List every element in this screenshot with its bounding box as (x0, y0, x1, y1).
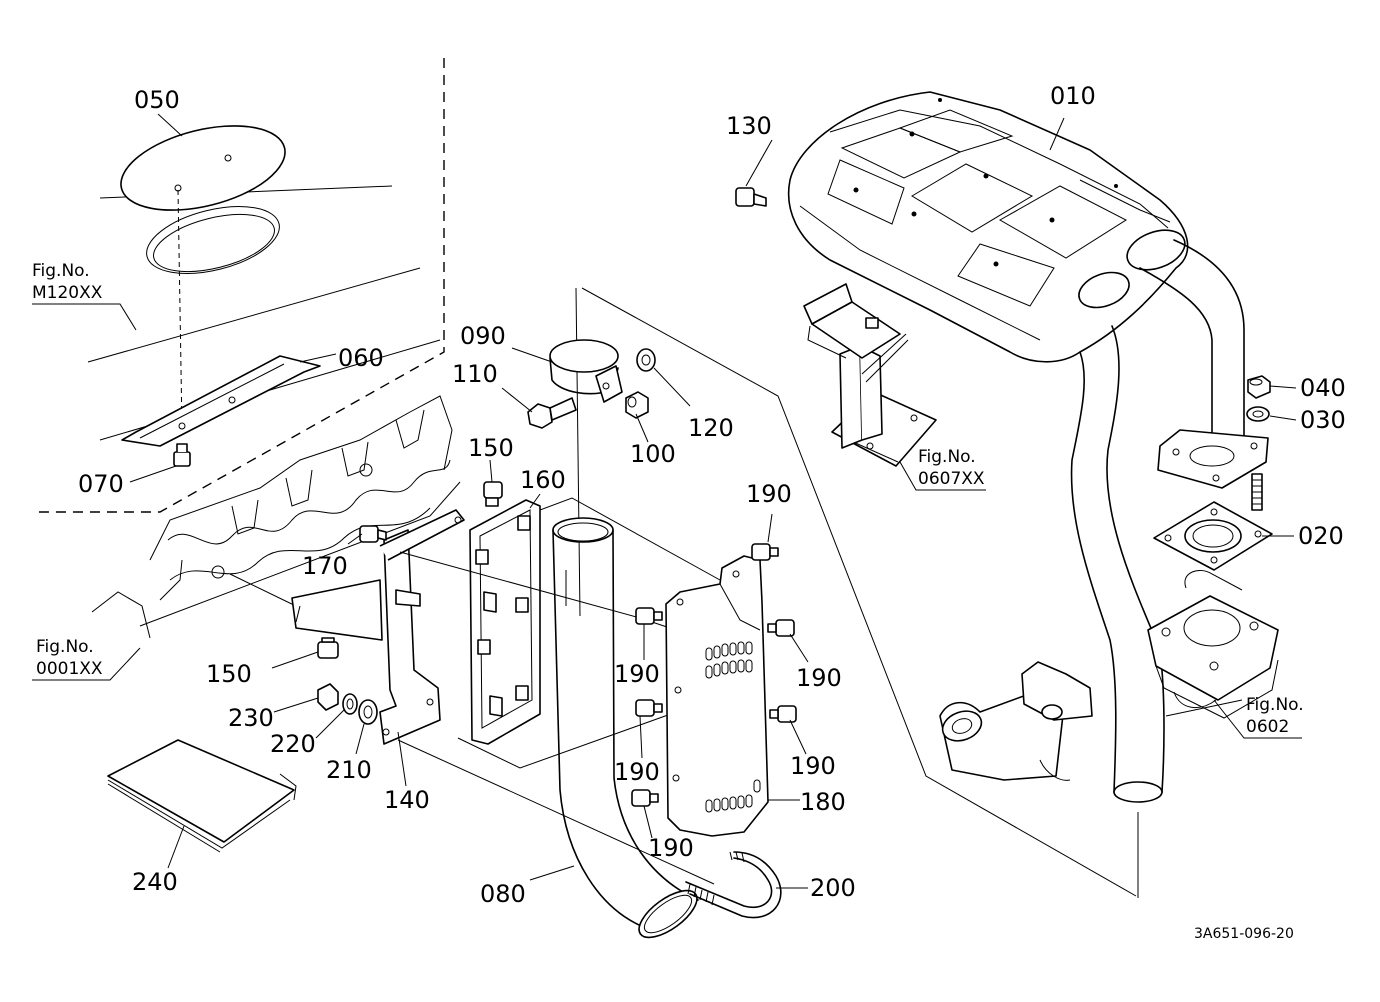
label-110: 110 (452, 360, 498, 388)
fig-ref-0001-label: Fig.No. (36, 637, 94, 657)
part-120-washer[interactable] (636, 348, 656, 372)
label-190-left-middle: 190 (614, 758, 660, 786)
fig-ref-0602-code: 0602 (1246, 717, 1289, 737)
fig-ref-0607-code: 0607XX (918, 469, 985, 489)
fig-ref-0001-code: 0001XX (36, 659, 103, 679)
label-190-right-middle: 190 (790, 752, 836, 780)
fig-ref-m120-code: M120XX (32, 283, 103, 303)
intake-opening (146, 206, 280, 274)
leader-lines (32, 113, 1302, 889)
label-070: 070 (78, 470, 124, 498)
part-160-plate[interactable] (469, 499, 541, 745)
label-180: 180 (800, 788, 846, 816)
muffler-tailpipe (1070, 325, 1165, 803)
part-170-bolt[interactable] (359, 525, 387, 543)
figure-reference-m120[interactable]: Fig.No. M120XX (32, 261, 103, 303)
part-030-washer[interactable] (1246, 406, 1270, 422)
muffler-mount-bracket (803, 283, 937, 467)
part-020-gasket[interactable] (1153, 501, 1273, 571)
label-190-left-lower: 190 (648, 834, 694, 862)
part-100-nut[interactable] (625, 391, 649, 419)
label-150-upper: 150 (468, 434, 514, 462)
part-labels: 050 060 070 090 110 100 120 130 010 040 … (78, 82, 1346, 908)
part-220-lock-washer[interactable] (342, 693, 358, 715)
region-boundary-dashed (36, 58, 445, 513)
muffler-inlet-pipe (1139, 239, 1269, 489)
label-190-right-upper: 190 (796, 664, 842, 692)
part-050-cap-plate[interactable] (112, 111, 293, 225)
part-190-bolt-right-upper[interactable] (767, 619, 795, 637)
exhaust-stud (1251, 473, 1263, 511)
label-170: 170 (302, 552, 348, 580)
label-120: 120 (688, 414, 734, 442)
label-060: 060 (338, 344, 384, 372)
part-080-exhaust-pipe[interactable] (552, 517, 704, 946)
part-190-bolt-right-middle[interactable] (769, 705, 797, 723)
engine-manifold (91, 395, 461, 639)
label-140: 140 (384, 786, 430, 814)
part-230-nut[interactable] (317, 683, 339, 711)
label-100: 100 (630, 440, 676, 468)
label-190-top: 190 (746, 480, 792, 508)
part-190-bolt-top[interactable] (751, 543, 779, 561)
label-200: 200 (810, 874, 856, 902)
mount-plane-top (539, 497, 721, 581)
part-180-heat-shield[interactable] (665, 555, 769, 837)
guide-line-right (581, 287, 1137, 897)
label-150-lower: 150 (206, 660, 252, 688)
fig-ref-0607-label: Fig.No. (918, 447, 976, 467)
label-050: 050 (134, 86, 180, 114)
label-090: 090 (460, 322, 506, 350)
label-130: 130 (726, 112, 772, 140)
engine-exhaust-elbow (939, 661, 1093, 781)
part-200-u-bolt[interactable] (685, 851, 782, 919)
label-220: 220 (270, 730, 316, 758)
part-010-muffler[interactable] (787, 91, 1191, 363)
part-140-bracket[interactable] (291, 509, 465, 745)
part-150-bolt-lower[interactable] (317, 637, 339, 659)
part-070-bolt[interactable] (173, 443, 191, 467)
part-130-bolt[interactable] (735, 187, 767, 207)
label-080: 080 (480, 880, 526, 908)
part-150-bolt-upper[interactable] (483, 481, 503, 507)
label-010: 010 (1050, 82, 1096, 110)
label-160: 160 (520, 466, 566, 494)
figure-reference-0602[interactable]: Fig.No. 0602 (1246, 695, 1304, 737)
label-030: 030 (1300, 406, 1346, 434)
figure-reference-0607[interactable]: Fig.No. 0607XX (918, 447, 985, 489)
part-210-washer[interactable] (358, 699, 378, 725)
guide-line-lower (397, 739, 715, 885)
label-240: 240 (132, 868, 178, 896)
part-190-bolt-left-lower[interactable] (631, 789, 659, 807)
guide-line-vertical (575, 287, 581, 617)
part-090-clamp[interactable] (549, 339, 623, 403)
part-040-nut[interactable] (1247, 375, 1271, 399)
drawing-code: 3A651-096-20 (1194, 926, 1294, 942)
label-020: 020 (1298, 522, 1344, 550)
part-190-bolt-left-middle[interactable] (635, 699, 663, 717)
figure-reference-0001[interactable]: Fig.No. 0001XX (36, 637, 103, 679)
part-060-strip[interactable] (121, 355, 321, 447)
exhaust-manifold-outlet (1147, 570, 1279, 719)
label-210: 210 (326, 756, 372, 784)
label-230: 230 (228, 704, 274, 732)
label-040: 040 (1300, 374, 1346, 402)
shield-vent-slots (705, 641, 761, 813)
label-190-left-upper: 190 (614, 660, 660, 688)
part-240-manual[interactable] (107, 739, 297, 853)
part-190-bolt-left-upper[interactable] (635, 607, 663, 625)
centerline-050-070 (177, 189, 183, 429)
fig-ref-m120-label: Fig.No. (32, 261, 90, 281)
fig-ref-0602-label: Fig.No. (1246, 695, 1304, 715)
part-110-bolt[interactable] (527, 397, 577, 429)
